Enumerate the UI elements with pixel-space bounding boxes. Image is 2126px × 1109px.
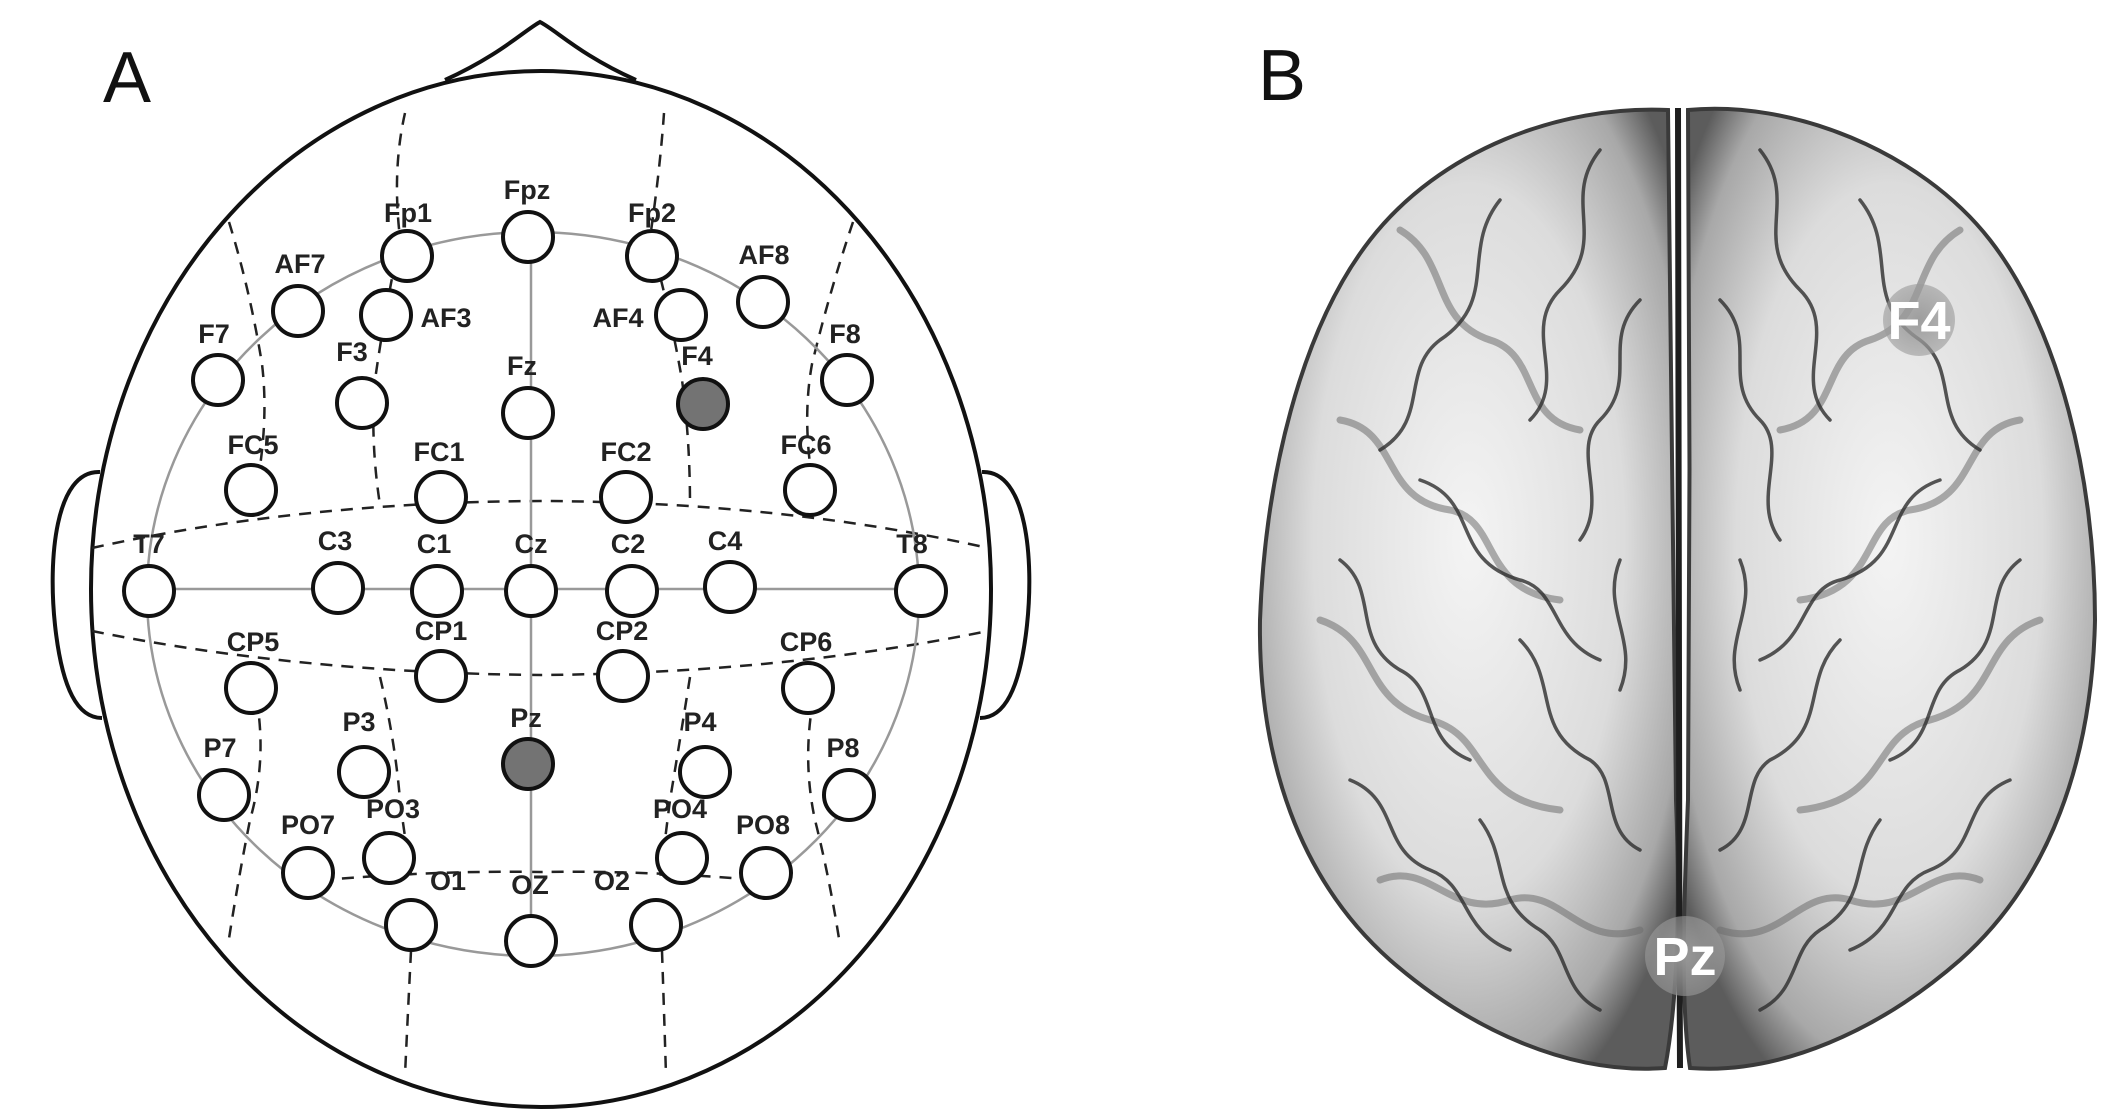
electrode-fp2 — [625, 229, 679, 283]
left-ear-shape — [50, 469, 103, 720]
label-f4: F4 — [681, 341, 713, 371]
label-fpz: Fpz — [504, 175, 551, 205]
brain-label-f4: F4 — [1887, 291, 1950, 351]
electrode-fc2 — [599, 470, 653, 524]
label-p8: P8 — [826, 733, 859, 763]
electrode-cp2 — [596, 649, 650, 703]
electrode-cp1 — [414, 649, 468, 703]
panel-a-letter: A — [103, 38, 151, 118]
electrode-cz — [504, 564, 558, 618]
electrode-c2 — [605, 564, 659, 618]
label-po7: PO7 — [281, 810, 335, 840]
electrode-c1 — [410, 564, 464, 618]
electrode-o2 — [629, 898, 683, 952]
label-o1: O1 — [430, 866, 466, 896]
electrode-pz — [501, 737, 555, 791]
brain-right-hemisphere — [1681, 106, 2098, 1071]
electrode-circles — [122, 210, 948, 968]
label-af8: AF8 — [738, 240, 789, 270]
electrode-fc1 — [414, 470, 468, 524]
label-po8: PO8 — [736, 810, 790, 840]
electrode-cp6 — [781, 661, 835, 715]
electrode-af7 — [271, 284, 325, 338]
electrode-af4 — [654, 288, 708, 342]
electrode-cp5 — [224, 661, 278, 715]
label-fc2: FC2 — [600, 437, 651, 467]
panel-b-letter: B — [1258, 36, 1306, 116]
electrode-po8 — [739, 846, 793, 900]
electrode-fpz — [501, 210, 555, 264]
brain-left-hemisphere — [1257, 107, 1680, 1071]
electrode-t7 — [122, 564, 176, 618]
label-pz: Pz — [510, 703, 542, 733]
electrode-po7 — [281, 846, 335, 900]
label-cp6: CP6 — [780, 627, 833, 657]
label-cp5: CP5 — [227, 627, 280, 657]
electrode-p8 — [822, 768, 876, 822]
brain-sulci — [1338, 148, 2022, 1012]
electrode-fp1 — [380, 229, 434, 283]
panel-a: A — [50, 19, 1032, 1109]
panel-b: B — [1257, 36, 2098, 1071]
electrode-p3 — [337, 745, 391, 799]
brain-label-pz: Pz — [1653, 927, 1716, 987]
electrode-af3 — [359, 288, 413, 342]
label-af7: AF7 — [274, 249, 325, 279]
longitudinal-fissure — [1675, 107, 1683, 1069]
electrode-c4 — [703, 560, 757, 614]
electrode-oz — [504, 914, 558, 968]
right-ear-shape — [979, 469, 1032, 720]
electrode-f3 — [335, 376, 389, 430]
label-af4: AF4 — [592, 303, 643, 333]
label-p7: P7 — [203, 733, 236, 763]
label-f7: F7 — [198, 319, 230, 349]
label-cp2: CP2 — [596, 616, 649, 646]
electrode-p4 — [678, 745, 732, 799]
electrode-po4 — [655, 831, 709, 885]
label-fc1: FC1 — [413, 437, 464, 467]
label-c1: C1 — [417, 529, 452, 559]
brain-spot-f4 — [1883, 284, 1955, 356]
label-t7: T7 — [133, 529, 165, 559]
nose-shape — [444, 19, 637, 82]
electrode-f8 — [820, 353, 874, 407]
electrode-po3 — [362, 831, 416, 885]
label-fp1: Fp1 — [384, 198, 432, 228]
electrode-p7 — [197, 768, 251, 822]
electrode-fc5 — [224, 463, 278, 517]
label-t8: T8 — [896, 529, 928, 559]
label-fc5: FC5 — [227, 430, 278, 460]
label-p4: P4 — [683, 707, 716, 737]
label-c2: C2 — [611, 529, 646, 559]
electrode-c3 — [311, 561, 365, 615]
electrode-fc6 — [783, 463, 837, 517]
label-f8: F8 — [829, 319, 861, 349]
label-f3: F3 — [336, 337, 368, 367]
brain-spot-pz — [1645, 916, 1725, 996]
electrode-o1 — [384, 898, 438, 952]
label-po3: PO3 — [366, 794, 420, 824]
electrode-af8 — [736, 275, 790, 329]
brain-image: F4 Pz — [1257, 106, 2098, 1071]
electrode-labels: Fp1 Fpz Fp2 AF7 AF3 AF4 AF8 F7 F3 Fz F4 … — [133, 175, 928, 900]
label-o2: O2 — [594, 866, 630, 896]
electrode-f7 — [191, 353, 245, 407]
label-cz: Cz — [515, 529, 548, 559]
label-oz: OZ — [511, 870, 549, 900]
label-fp2: Fp2 — [628, 198, 676, 228]
label-fz: Fz — [507, 351, 537, 381]
label-fc6: FC6 — [780, 430, 831, 460]
label-p3: P3 — [342, 707, 375, 737]
electrode-f4 — [676, 377, 730, 431]
label-af3: AF3 — [420, 303, 471, 333]
label-po4: PO4 — [653, 794, 707, 824]
electrode-fz — [501, 386, 555, 440]
electrode-t8 — [894, 564, 948, 618]
label-c4: C4 — [708, 526, 743, 556]
label-cp1: CP1 — [415, 616, 468, 646]
label-c3: C3 — [318, 526, 353, 556]
